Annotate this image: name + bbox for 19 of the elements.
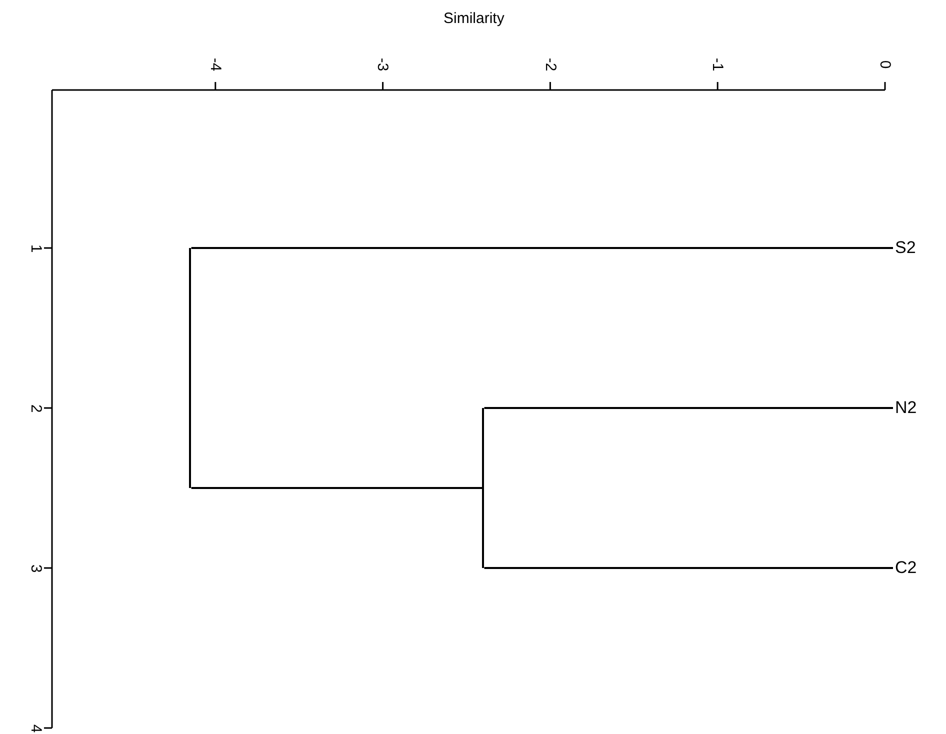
tick-label: 3 <box>28 564 44 572</box>
dendrogram-branch <box>191 487 482 489</box>
tick-label: -3 <box>375 57 390 71</box>
axis-title: Similarity <box>444 10 504 26</box>
leaf-label: N2 <box>895 399 917 416</box>
tick-label: -1 <box>710 57 726 71</box>
dendrogram-branch <box>484 567 893 569</box>
leaf-label: C2 <box>895 559 917 576</box>
tick-label: 2 <box>28 404 44 412</box>
junction-line <box>189 248 192 488</box>
dendrogram-branch <box>191 247 893 249</box>
junction-line <box>482 408 484 568</box>
tick-label: 4 <box>28 724 44 732</box>
tick-label: 0 <box>878 60 893 68</box>
tick-label: 1 <box>28 244 44 252</box>
tick-label: -2 <box>542 57 558 71</box>
tick-label: -4 <box>208 57 224 71</box>
leaf-label: S2 <box>895 239 916 256</box>
dendrogram-branch <box>484 407 893 409</box>
